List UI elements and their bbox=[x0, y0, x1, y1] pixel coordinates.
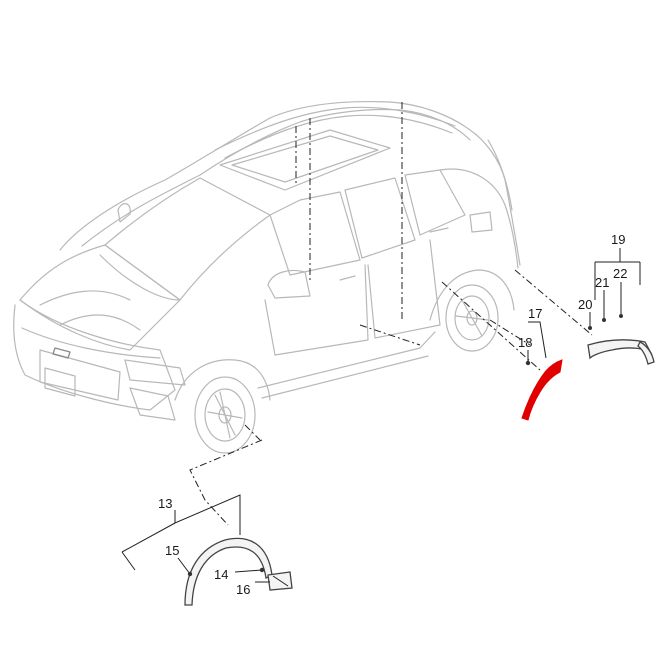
fastener-15 bbox=[187, 571, 193, 577]
front-wheel-arch-molding-icon bbox=[184, 537, 293, 606]
rear-wheel-arch-extension-icon bbox=[521, 359, 563, 421]
front-arch-projection bbox=[189, 439, 263, 526]
callout-18: 18 bbox=[518, 335, 532, 350]
fastener-21 bbox=[602, 318, 606, 322]
callout-20: 20 bbox=[578, 297, 592, 312]
callout-13: 13 bbox=[158, 496, 172, 511]
fastener-22 bbox=[619, 314, 623, 318]
callout-13-bracket bbox=[174, 494, 241, 535]
callout-15: 15 bbox=[165, 543, 179, 558]
fastener-18 bbox=[525, 360, 531, 366]
callout-21: 21 bbox=[595, 275, 609, 290]
assembly-reference-lines bbox=[189, 102, 593, 526]
front-arch-ref-line bbox=[244, 424, 261, 441]
rear-molding-ref-line bbox=[514, 269, 593, 336]
callout-17-leader bbox=[528, 321, 547, 359]
callout-14: 14 bbox=[214, 567, 228, 582]
suv-vehicle-illustration bbox=[13, 100, 521, 454]
callout-19: 19 bbox=[611, 232, 625, 247]
callout-16: 16 bbox=[236, 582, 250, 597]
callout-17: 17 bbox=[528, 306, 542, 321]
callout-22: 22 bbox=[613, 266, 627, 281]
rear-wheel-arch-molding-icon bbox=[587, 339, 655, 365]
extension-ref-line bbox=[441, 281, 541, 371]
fastener-20 bbox=[588, 326, 592, 330]
callout-13-leader bbox=[121, 522, 176, 553]
callout-14-leader bbox=[234, 569, 263, 573]
callout-13-tick bbox=[121, 551, 136, 571]
side-ref-line bbox=[359, 324, 421, 346]
callout-15-leader bbox=[177, 557, 191, 575]
fastener-14 bbox=[259, 567, 265, 573]
